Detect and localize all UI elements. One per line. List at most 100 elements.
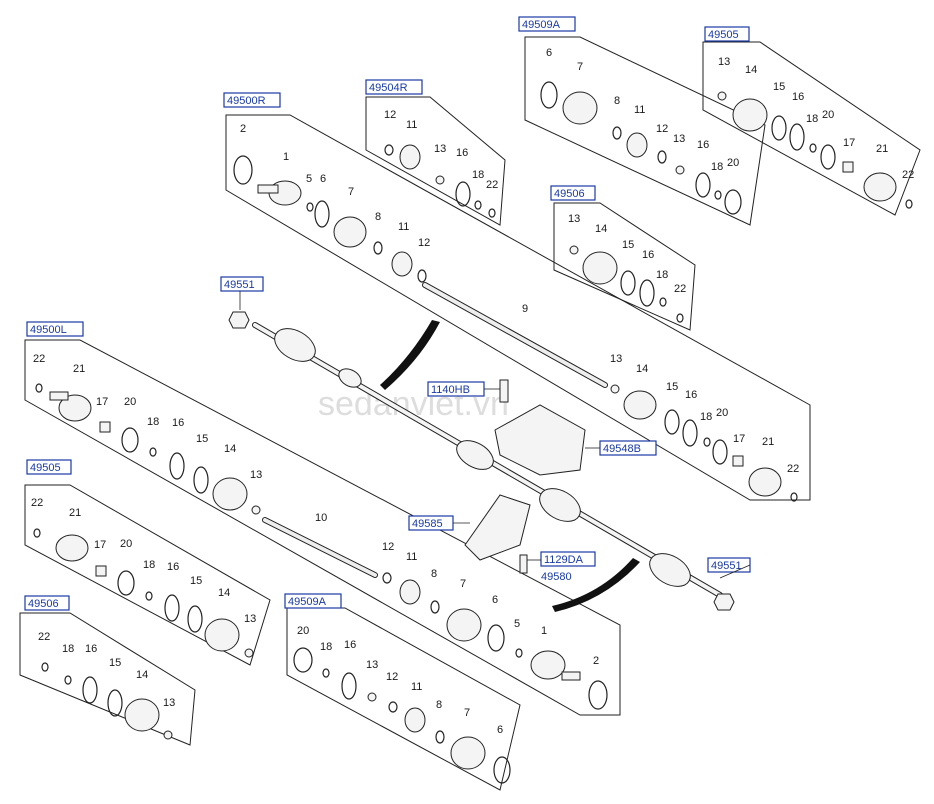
ring-18-l — [149, 447, 157, 457]
tag-49551-bot-text: 49551 — [711, 560, 742, 572]
label-l-8: 8 — [431, 568, 437, 580]
label-504-11: 11 — [406, 119, 417, 131]
ring-18-506left — [64, 675, 72, 685]
tag-49506-top[interactable]: 49506 — [550, 185, 596, 201]
label-509top-13: 13 — [673, 133, 685, 145]
ring-5-r — [306, 202, 314, 212]
label-509bot-13: 13 — [366, 659, 378, 671]
bracket-49585 — [464, 494, 531, 561]
label-item-15: 15 — [666, 381, 678, 393]
label-item-5: 5 — [306, 173, 312, 185]
ring-13-506left — [163, 730, 173, 740]
label-505left-20: 20 — [120, 538, 132, 550]
ring-16-509top — [695, 172, 711, 198]
boot-7-509bot — [450, 736, 486, 770]
inner-joint-21-505left — [55, 534, 89, 562]
indicator-arrow-bottom — [552, 558, 640, 612]
tag-49505-top[interactable]: 49505 — [704, 26, 750, 42]
ring-18-504 — [474, 200, 482, 210]
label-505left-17: 17 — [94, 539, 106, 551]
label-506left-15: 15 — [109, 657, 121, 669]
ring-22-l — [35, 383, 43, 393]
tag-49551-top-text: 49551 — [224, 279, 255, 291]
ring-18-506top — [659, 297, 667, 307]
tag-49551-top[interactable]: 49551 — [220, 276, 264, 292]
ring-20-l — [121, 427, 139, 453]
ring-6-509top — [540, 81, 558, 109]
panel-49506-top — [553, 202, 696, 331]
label-506left-14: 14 — [136, 669, 148, 681]
ring-16-509bot — [341, 672, 357, 700]
tag-1140HB[interactable]: 1140HB — [427, 381, 485, 397]
panel-49505-top — [702, 41, 921, 216]
tag-1129DA[interactable]: 1129DA — [540, 551, 596, 567]
ring-2-l — [588, 680, 608, 710]
spider-17-l — [99, 421, 111, 433]
label-509top-20: 20 — [727, 157, 739, 169]
label-l-18: 18 — [147, 416, 159, 428]
label-item-13: 13 — [610, 353, 622, 365]
tag-49551-bot[interactable]: 49551 — [707, 557, 751, 573]
label-item-17: 17 — [733, 433, 745, 445]
damper-11-r — [391, 251, 413, 277]
boot-14-506left — [124, 698, 160, 732]
label-504-22: 22 — [486, 179, 498, 191]
ring-20-r — [712, 439, 728, 465]
label-item-12: 12 — [418, 237, 430, 249]
ring-15-506left — [107, 689, 123, 717]
inner-joint-21-r — [748, 467, 782, 497]
label-l-14: 14 — [224, 443, 236, 455]
label-item-6: 6 — [320, 173, 326, 185]
label-l-10: 10 — [315, 512, 327, 524]
label-505top-16: 16 — [792, 91, 804, 103]
tag-49509A-bot[interactable]: 49509A — [284, 593, 342, 609]
ring-13-505left — [244, 648, 254, 658]
label-item-18: 18 — [700, 411, 712, 423]
tag-49500L[interactable]: 49500L — [26, 321, 84, 337]
ring-20-509top — [724, 189, 742, 215]
label-506top-16: 16 — [642, 249, 654, 261]
ring-8-509bot — [435, 730, 445, 744]
tag-49505-left[interactable]: 49505 — [26, 459, 72, 475]
ring-20-505left — [117, 570, 135, 596]
label-item-7: 7 — [348, 186, 354, 198]
label-item-8: 8 — [375, 211, 381, 223]
ring-13-r — [610, 384, 620, 394]
tag-49506-left[interactable]: 49506 — [24, 595, 70, 611]
tag-1129DA-text: 1129DA — [544, 554, 584, 566]
tag-49506-left-text: 49506 — [28, 598, 59, 610]
tag-49504R[interactable]: 49504R — [365, 79, 423, 95]
label-509bot-7: 7 — [464, 707, 470, 719]
label-509bot-20: 20 — [297, 625, 309, 637]
tag-49509A-top[interactable]: 49509A — [518, 16, 576, 32]
label-506left-18: 18 — [62, 643, 74, 655]
label-l-22: 22 — [33, 353, 45, 365]
label-505top-17: 17 — [843, 137, 855, 149]
label-l-1: 1 — [541, 625, 547, 637]
label-506top-18: 18 — [656, 269, 668, 281]
ring-13-509bot — [367, 692, 377, 702]
ring-12-509bot — [388, 701, 398, 713]
label-506left-16: 16 — [85, 643, 97, 655]
label-49580[interactable]: 49580 — [541, 571, 572, 583]
label-l-21: 21 — [73, 363, 85, 375]
ring-16-505left — [164, 594, 180, 622]
label-item-14: 14 — [636, 363, 648, 375]
label-509bot-16: 16 — [344, 639, 356, 651]
ring-2-r — [233, 155, 253, 185]
label-505top-13: 13 — [718, 56, 730, 68]
tag-49500L-text: 49500L — [30, 324, 67, 336]
label-509top-11: 11 — [634, 104, 645, 116]
boot-14-505top — [732, 98, 768, 132]
panel-49509A-top — [524, 36, 766, 226]
label-item-11: 11 — [398, 221, 409, 233]
ring-12-509top — [657, 150, 667, 164]
label-item-22: 22 — [787, 463, 799, 475]
tag-49548B[interactable]: 49548B — [599, 440, 657, 456]
label-505top-20: 20 — [822, 109, 834, 121]
tag-49585[interactable]: 49585 — [408, 515, 454, 531]
tag-49500R[interactable]: 49500R — [223, 92, 281, 108]
label-509top-8: 8 — [614, 95, 620, 107]
inner-joint-21-l — [58, 394, 92, 422]
panel-49500R — [225, 114, 811, 501]
